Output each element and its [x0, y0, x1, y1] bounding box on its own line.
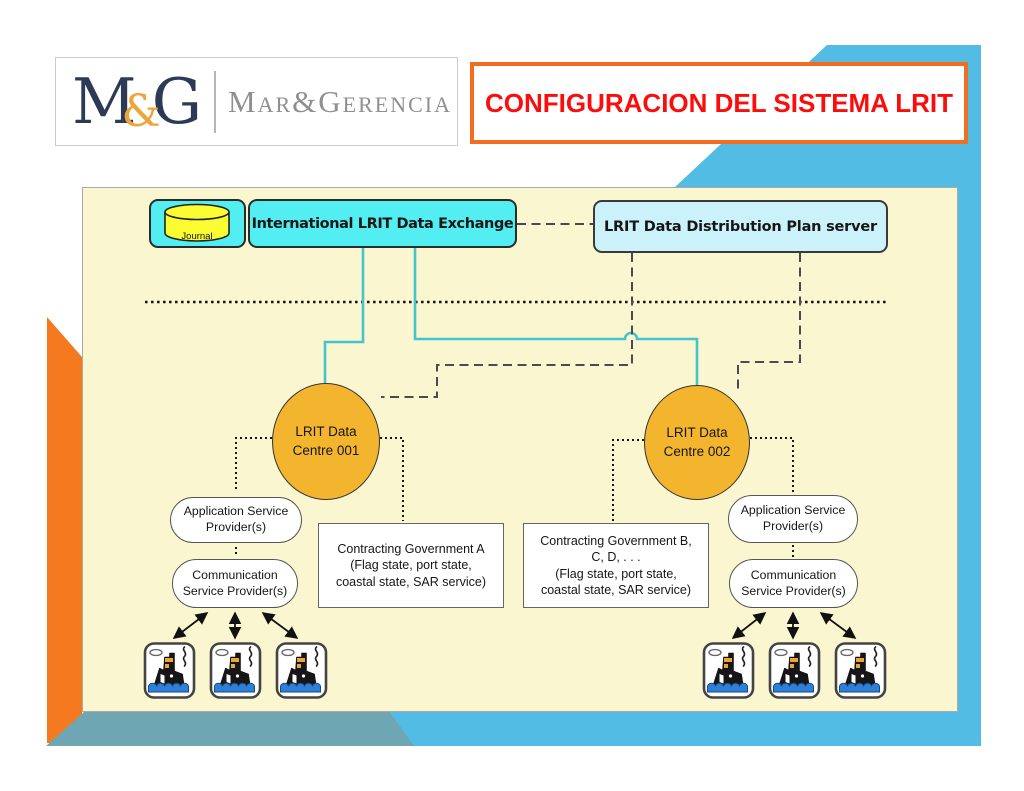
database-cylinder-icon: Journal — [164, 203, 230, 242]
arrow-csp-right-ship3 — [819, 612, 857, 639]
ship-icon — [702, 642, 755, 699]
contracting-government-a-node: Contracting Government A (Flag state, po… — [318, 523, 504, 608]
application-service-provider-right-node: Application Service Provider(s) — [728, 495, 858, 543]
teal-ribbon-shape — [46, 712, 414, 746]
dashed-link-ddp-to-ldc1 — [381, 253, 633, 398]
diagram-panel — [82, 187, 958, 712]
communication-service-provider-left-node: Communication Service Provider(s) — [172, 559, 298, 608]
arrow-csp-right-ship1 — [731, 612, 767, 639]
journal-label: Journal — [181, 231, 212, 242]
ship-group-left — [143, 642, 328, 699]
logo-letter-m: M — [72, 65, 137, 138]
asp-left-line1: Application Service — [183, 504, 289, 519]
dotted-link-ldc1-to-asp — [235, 437, 272, 491]
csp-left-line1: Communication — [192, 567, 278, 582]
dashed-link-ddp-to-ldc2 — [737, 253, 801, 392]
lrit-data-distribution-plan-server-node: LRIT Data Distribution Plan server — [593, 200, 888, 253]
exchange-label: International LRIT Data Exchange — [251, 215, 514, 232]
dotted-link-ldc1-to-gov-a — [380, 437, 404, 521]
slide-title: CONFIGURACION DEL SISTEMA LRIT — [485, 87, 953, 118]
logo-ampersand: & — [121, 85, 161, 137]
ship-icon — [143, 642, 196, 699]
orange-ribbon-shape — [47, 317, 82, 743]
logo-wordmark: Mar&Gerencia — [228, 83, 452, 119]
slide-title-box: CONFIGURACION DEL SISTEMA LRIT — [470, 62, 968, 144]
arrow-csp-left-ship3 — [261, 612, 299, 639]
dotted-link-ldc2-to-asp — [750, 437, 794, 493]
connector-layer — [145, 223, 888, 640]
csp-right-line2: Service Provider(s) — [741, 583, 846, 598]
communication-service-provider-right-node: Communication Service Provider(s) — [729, 559, 858, 608]
ship-group-right — [702, 642, 887, 699]
gov-b-line3: (Flag state, port state, — [555, 566, 677, 581]
gov-b-line2: C, D, . . . — [591, 550, 641, 565]
international-lrit-data-exchange-node: International LRIT Data Exchange — [248, 199, 517, 248]
asp-left-line2: Provider(s) — [205, 520, 267, 534]
gov-a-line1: Contracting Government A — [337, 542, 485, 557]
ldc2-line2: Centre 002 — [663, 443, 731, 459]
lrit-data-centre-002-node: LRIT Data Centre 002 — [644, 385, 750, 500]
cyan-link-exchange-to-ldc1 — [323, 246, 365, 384]
gov-a-line3: coastal state, SAR service) — [335, 574, 487, 589]
cyan-link-exchange-to-ldc2 — [413, 246, 699, 386]
asp-right-line1: Application Service — [740, 503, 846, 518]
logo-monogram: M & G — [72, 65, 202, 138]
ship-icon — [834, 642, 887, 699]
gov-b-line4: coastal state, SAR service) — [540, 582, 692, 597]
ship-icon — [768, 642, 821, 699]
ship-icon — [275, 642, 328, 699]
csp-right-line1: Communication — [750, 567, 837, 582]
gov-b-line1: Contracting Government B, — [540, 534, 692, 548]
ldc1-line2: Centre 001 — [292, 442, 360, 458]
asp-right-line2: Provider(s) — [762, 519, 824, 533]
ddp-server-label: LRIT Data Distribution Plan server — [604, 218, 877, 235]
logo-letter-g: G — [151, 65, 202, 138]
ship-icon — [209, 642, 262, 699]
contracting-government-b-node: Contracting Government B, C, D, . . . (F… — [523, 523, 709, 608]
application-service-provider-left-node: Application Service Provider(s) — [170, 497, 302, 543]
gov-a-line2: (Flag state, port state, — [350, 558, 472, 573]
journal-node: Journal — [149, 199, 246, 248]
lrit-data-centre-001-node: LRIT Data Centre 001 — [272, 383, 380, 500]
arrow-csp-left-ship1 — [172, 612, 209, 639]
csp-left-line2: Service Provider(s) — [182, 583, 288, 598]
dotted-link-ldc2-to-gov-b — [612, 439, 644, 521]
company-logo: M & G Mar&Gerencia — [55, 57, 458, 146]
ldc2-line1: LRIT Data — [666, 425, 728, 441]
ldc1-line1: LRIT Data — [295, 424, 357, 440]
logo-divider — [214, 70, 217, 133]
